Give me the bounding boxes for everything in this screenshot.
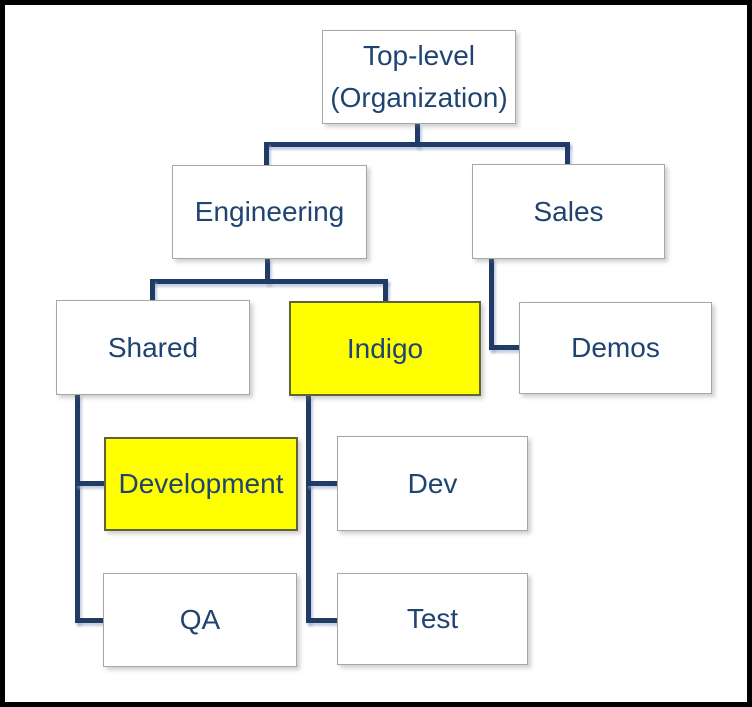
connector-engineering-stem bbox=[265, 258, 270, 284]
connector-sales-demos bbox=[489, 345, 520, 350]
node-label: Indigo bbox=[346, 332, 424, 364]
connector-shared-rail bbox=[75, 394, 80, 623]
connector-level1-bar bbox=[264, 142, 570, 147]
node-label: QA bbox=[179, 604, 221, 635]
node-development-highlighted: Development bbox=[104, 437, 298, 531]
connector-shared-development bbox=[75, 481, 105, 486]
node-label: Dev bbox=[407, 467, 458, 499]
connector-drop-shared bbox=[150, 279, 155, 301]
connector-drop-engineering bbox=[264, 142, 269, 165]
node-engineering: Engineering bbox=[172, 165, 367, 259]
node-sales: Sales bbox=[472, 164, 665, 259]
node-label: Sales bbox=[533, 195, 604, 227]
node-test: Test bbox=[337, 573, 528, 665]
node-label-line1: Top-level bbox=[362, 40, 476, 71]
node-label: Test bbox=[406, 603, 459, 634]
connector-indigo-test bbox=[306, 618, 338, 623]
node-dev: Dev bbox=[337, 436, 528, 531]
node-shared: Shared bbox=[56, 300, 250, 395]
connector-top-stem bbox=[415, 124, 420, 147]
connector-drop-sales bbox=[565, 142, 570, 164]
connector-indigo-rail bbox=[306, 395, 311, 623]
node-label-line2: (Organization) bbox=[330, 82, 508, 113]
connector-drop-indigo bbox=[383, 279, 388, 302]
node-label: Shared bbox=[107, 331, 199, 363]
node-label: Demos bbox=[571, 332, 660, 363]
node-qa: QA bbox=[103, 573, 297, 667]
connector-shared-qa bbox=[75, 618, 104, 623]
node-demos: Demos bbox=[519, 302, 712, 394]
node-label: Engineering bbox=[194, 196, 345, 227]
node-label: Development bbox=[118, 468, 284, 499]
node-indigo-highlighted: Indigo bbox=[289, 301, 481, 396]
node-top-level-organization: Top-level (Organization) bbox=[322, 30, 516, 124]
connector-indigo-dev bbox=[306, 481, 338, 486]
connector-sales-rail bbox=[489, 258, 494, 350]
connector-level2-bar bbox=[150, 279, 388, 284]
